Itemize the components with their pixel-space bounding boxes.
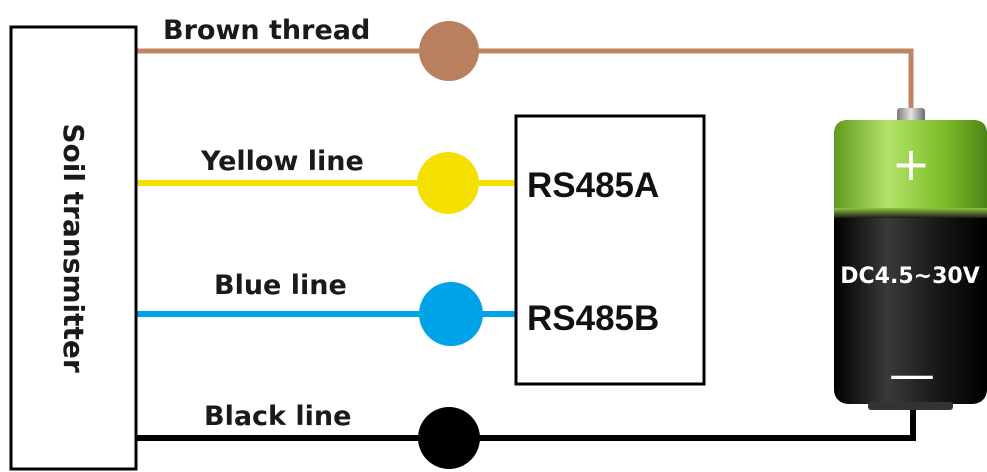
brown-connector-dot [419,21,479,81]
black-wire-label: Black line [204,401,351,432]
battery: + DC4.5~30V — [834,108,987,410]
black-connector-dot [418,407,480,469]
brown-wire-label: Brown thread [163,15,370,46]
brown-wire [137,48,914,112]
black-wire [137,410,916,441]
blue-connector-dot [419,282,483,346]
yellow-wire-label: Yellow line [200,146,364,177]
rs485b-label: RS485B [527,299,659,338]
negative-sign: — [889,347,935,401]
battery-top-section [834,120,987,210]
rs485-module-box [514,114,706,386]
rs485a-label: RS485A [527,166,659,205]
soil-transmitter-label: Soil transmitter [57,123,90,373]
battery-bottom-cap [868,402,953,410]
battery-voltage-label: DC4.5~30V [840,264,979,289]
positive-sign: + [892,137,931,191]
yellow-connector-dot [417,152,479,214]
battery-band [834,208,987,218]
blue-wire-label: Blue line [214,270,347,301]
soil-transmitter-box [9,25,138,471]
